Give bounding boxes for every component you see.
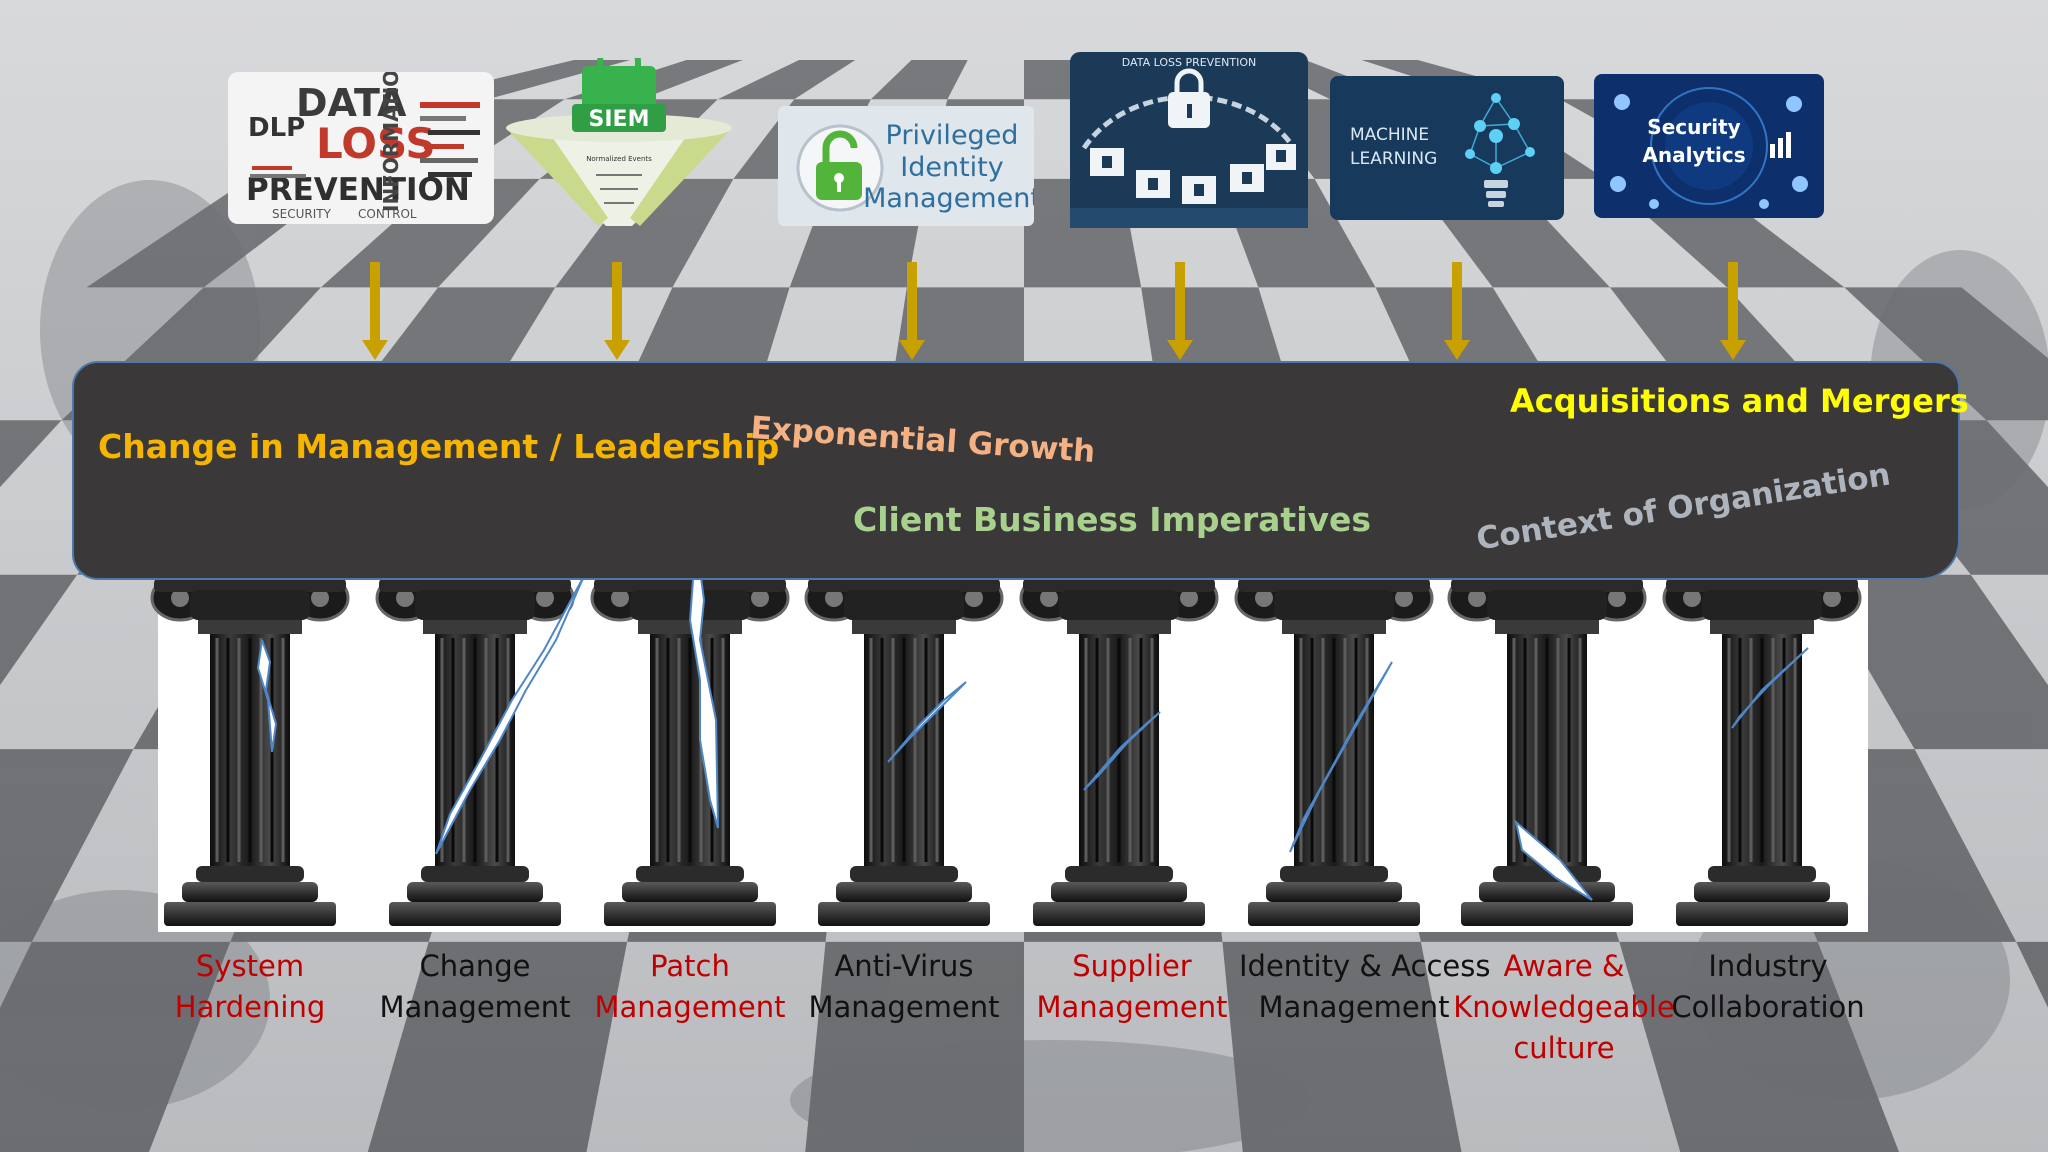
down-arrow-5 [1452, 262, 1462, 342]
pillar-label-5-line2: Management [1036, 990, 1228, 1024]
pillar-label-7: Aware & Knowledgeable culture [1449, 946, 1679, 1069]
svg-text:SIEM: SIEM [589, 107, 650, 132]
pillar-label-7-line2: Knowledgeable [1453, 990, 1675, 1024]
pillar-label-1-line2: Hardening [174, 990, 326, 1024]
pillar-crack-6 [1289, 661, 1393, 853]
pillar-label-1-line1: System [195, 949, 305, 983]
pillar-label-6-line1: Identity & Access [1239, 949, 1491, 983]
machine-learning-image: MACHINE LEARNING [1330, 76, 1564, 220]
pillar-8 [1662, 574, 1862, 926]
svg-text:Analytics: Analytics [1642, 143, 1745, 167]
pillar-crack-4 [887, 681, 967, 763]
svg-text:INFORMATION: INFORMATION [379, 72, 403, 212]
svg-text:DATA: DATA [296, 81, 407, 125]
pillar-crack-3 [688, 539, 719, 829]
privileged-identity-image: Privileged Identity Management [778, 106, 1034, 226]
svg-text:Security: Security [1647, 115, 1740, 139]
arrow-head-1 [362, 340, 388, 360]
pillar-label-4-line1: Anti-Virus [834, 949, 974, 983]
pillar-crack-1 [256, 639, 278, 753]
down-arrow-1 [370, 262, 380, 342]
client-business-imperatives-text: Client Business Imperatives [853, 500, 1372, 539]
pillar-label-3-line2: Management [594, 990, 786, 1024]
down-arrow-3 [907, 262, 917, 342]
down-arrow-2 [612, 262, 622, 342]
siem-funnel-image: SIEM Normalized Events [506, 58, 732, 226]
pillar-3 [590, 574, 790, 926]
connector-arrows [362, 262, 1746, 360]
pillar-crack-5 [1083, 711, 1161, 791]
pillar-4 [804, 574, 1004, 926]
arrow-head-2 [604, 340, 630, 360]
down-arrow-6 [1728, 262, 1738, 342]
svg-text:Privileged: Privileged [886, 120, 1019, 151]
pillar-label-7-line1: Aware & [1503, 949, 1625, 983]
pillar-label-2-line1: Change [419, 949, 531, 983]
pillar-7 [1447, 574, 1647, 926]
pillar-6 [1234, 574, 1434, 926]
leadership-change-text: Change in Management / Leadership [98, 427, 780, 466]
pillar-crack-8 [1731, 647, 1809, 729]
organization-context-banner [72, 361, 1960, 580]
pillar-crack-7 [1514, 819, 1593, 901]
arrow-head-6 [1720, 340, 1746, 360]
pillar-1 [150, 574, 350, 926]
pillar-label-6-line2: Management [1258, 990, 1450, 1024]
svg-text:SECURITY: SECURITY [272, 207, 332, 221]
svg-text:LEARNING: LEARNING [1350, 149, 1437, 169]
arrow-head-4 [1167, 340, 1193, 360]
svg-text:DLP: DLP [248, 113, 305, 143]
arrow-head-3 [899, 340, 925, 360]
svg-text:DATA LOSS PREVENTION: DATA LOSS PREVENTION [1122, 56, 1256, 69]
pillar-label-8-line2: Collaboration [1671, 990, 1865, 1024]
svg-text:CONTROL: CONTROL [358, 207, 417, 221]
pillar-label-5-line1: Supplier [1072, 949, 1192, 983]
pillar-label-7-line3: culture [1513, 1031, 1615, 1065]
svg-text:MACHINE: MACHINE [1350, 125, 1429, 145]
svg-text:Normalized Events: Normalized Events [586, 155, 652, 163]
down-arrow-4 [1175, 262, 1185, 342]
security-analytics-image: Security Analytics [1594, 74, 1824, 218]
svg-text:Management: Management [863, 183, 1034, 214]
pillar-label-3-line1: Patch [650, 949, 730, 983]
pillar-label-4-line2: Management [808, 990, 1000, 1024]
svg-text:LOSS: LOSS [316, 119, 436, 168]
acquisitions-mergers-text: Acquisitions and Mergers [1510, 382, 1969, 420]
data-loss-prevention-image: DATA LOSS PREVENTION [1070, 52, 1308, 228]
pillar-5 [1019, 574, 1219, 926]
svg-text:Identity: Identity [900, 152, 1003, 183]
arrow-head-5 [1444, 340, 1470, 360]
pillar-label-2-line2: Management [379, 990, 571, 1024]
pillar-2 [375, 574, 575, 926]
dlp-word-cloud-image: DLP DATA LOSS PREVENTION SECURITY CONTRO… [228, 72, 494, 224]
pillar-label-8-line1: Industry [1708, 949, 1828, 983]
